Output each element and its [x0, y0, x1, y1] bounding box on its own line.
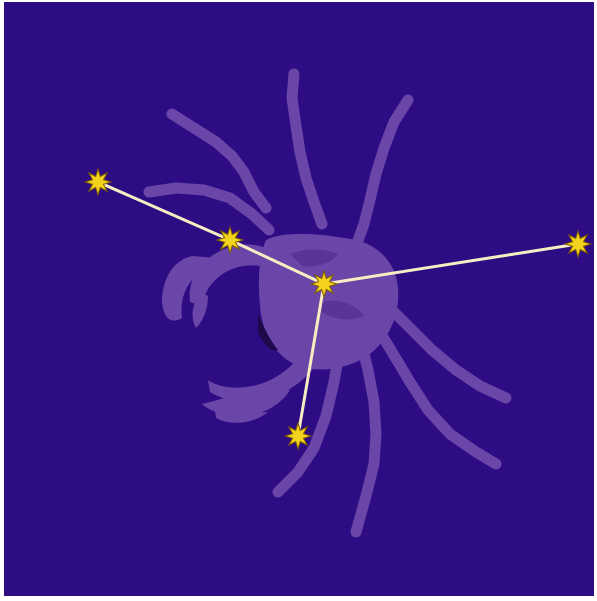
- star-east-icon: [565, 231, 591, 257]
- star-center-icon: [311, 271, 337, 297]
- night-sky: [4, 2, 594, 596]
- star-inner-icon: [217, 227, 243, 253]
- star-west-icon: [85, 169, 111, 195]
- star-south-icon: [285, 423, 311, 449]
- constellation-illustration: [4, 2, 594, 596]
